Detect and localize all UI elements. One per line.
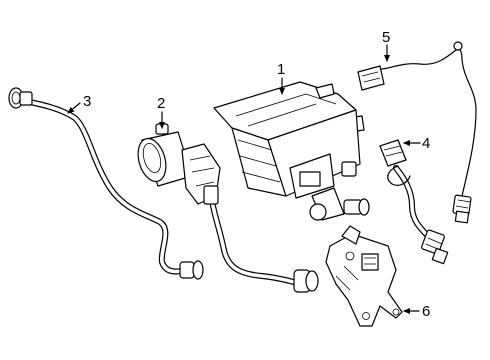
callout-label-6: 6	[422, 303, 430, 320]
callout-6: 6	[403, 303, 430, 320]
callout-label-1: 1	[277, 61, 285, 78]
callout-label-3: 3	[83, 93, 91, 110]
callout-label-2: 2	[157, 95, 165, 112]
purge-valve-part-2	[137, 123, 319, 293]
oxygen-sensor-part-4	[379, 139, 449, 265]
callout-2: 2	[157, 95, 165, 129]
callout-label-5: 5	[382, 29, 390, 46]
callout-5: 5	[382, 29, 390, 62]
charcoal-canister-part-1	[213, 81, 370, 221]
callout-1: 1	[277, 61, 285, 95]
vapor-hose-part-3	[8, 87, 204, 280]
bracket-part-6	[325, 225, 403, 327]
callout-4: 4	[403, 135, 430, 152]
oxygen-sensor-part-5	[357, 41, 477, 224]
callout-label-4: 4	[422, 135, 430, 152]
callout-3: 3	[67, 93, 91, 114]
